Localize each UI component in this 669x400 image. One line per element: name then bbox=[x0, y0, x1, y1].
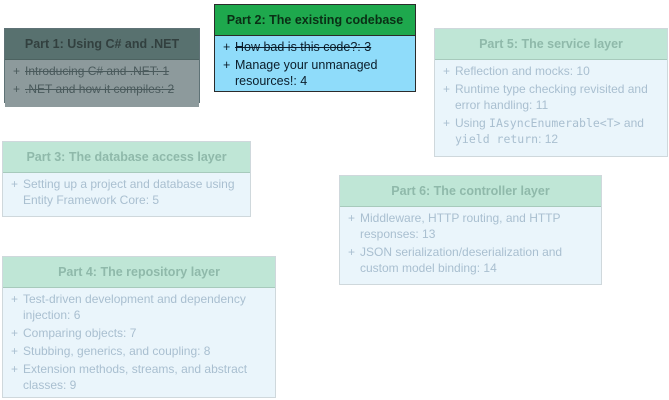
list-item: +Middleware, HTTP routing, and HTTP resp… bbox=[348, 211, 561, 241]
part-2-body: +How bad is this code?: 3 +Manage your u… bbox=[215, 36, 415, 89]
part-6-body: +Middleware, HTTP routing, and HTTP resp… bbox=[340, 207, 601, 276]
part-6-title: Part 6: The controller layer bbox=[340, 176, 601, 207]
list-item: +Extension methods, streams, and abstrac… bbox=[11, 362, 248, 392]
part-1-title: Part 1: Using C# and .NET bbox=[5, 29, 199, 60]
list-item: +Manage your unmanaged resources!: 4 bbox=[223, 58, 378, 88]
part-3-card: Part 3: The database access layer +Setti… bbox=[2, 141, 251, 217]
list-item: +Using IAsyncEnumerable<T> and yield ret… bbox=[443, 116, 644, 146]
list-item: +Stubbing, generics, and coupling: 8 bbox=[11, 344, 211, 358]
list-item: +Reflection and mocks: 10 bbox=[443, 64, 590, 78]
list-item: +Comparing objects: 7 bbox=[11, 326, 137, 340]
part-3-body: +Setting up a project and database using… bbox=[3, 173, 250, 208]
part-1-card: Part 1: Using C# and .NET +Introducing C… bbox=[4, 28, 200, 107]
list-item: +How bad is this code?: 3 bbox=[223, 40, 372, 54]
part-2-title: Part 2: The existing codebase bbox=[215, 5, 415, 36]
list-item: +Introducing C# and .NET: 1 bbox=[13, 64, 170, 78]
part-5-body: +Reflection and mocks: 10 +Runtime type … bbox=[435, 60, 667, 147]
part-5-card: Part 5: The service layer +Reflection an… bbox=[434, 28, 668, 157]
part-2-card: Part 2: The existing codebase +How bad i… bbox=[214, 4, 416, 92]
list-item: +Setting up a project and database using… bbox=[11, 177, 235, 207]
part-1-body: +Introducing C# and .NET: 1 +.NET and ho… bbox=[5, 60, 199, 107]
part-3-title: Part 3: The database access layer bbox=[3, 142, 250, 173]
list-item: +Test-driven development and dependency … bbox=[11, 292, 246, 322]
part-6-card: Part 6: The controller layer +Middleware… bbox=[339, 175, 602, 285]
list-item: +JSON serialization/deserialization and … bbox=[348, 245, 563, 275]
list-item: +.NET and how it compiles: 2 bbox=[13, 82, 175, 96]
part-4-body: +Test-driven development and dependency … bbox=[3, 288, 275, 393]
part-4-title: Part 4: The repository layer bbox=[3, 257, 275, 288]
list-item: +Runtime type checking revisited and err… bbox=[443, 82, 648, 112]
part-4-card: Part 4: The repository layer +Test-drive… bbox=[2, 256, 276, 398]
part-5-title: Part 5: The service layer bbox=[435, 29, 667, 60]
